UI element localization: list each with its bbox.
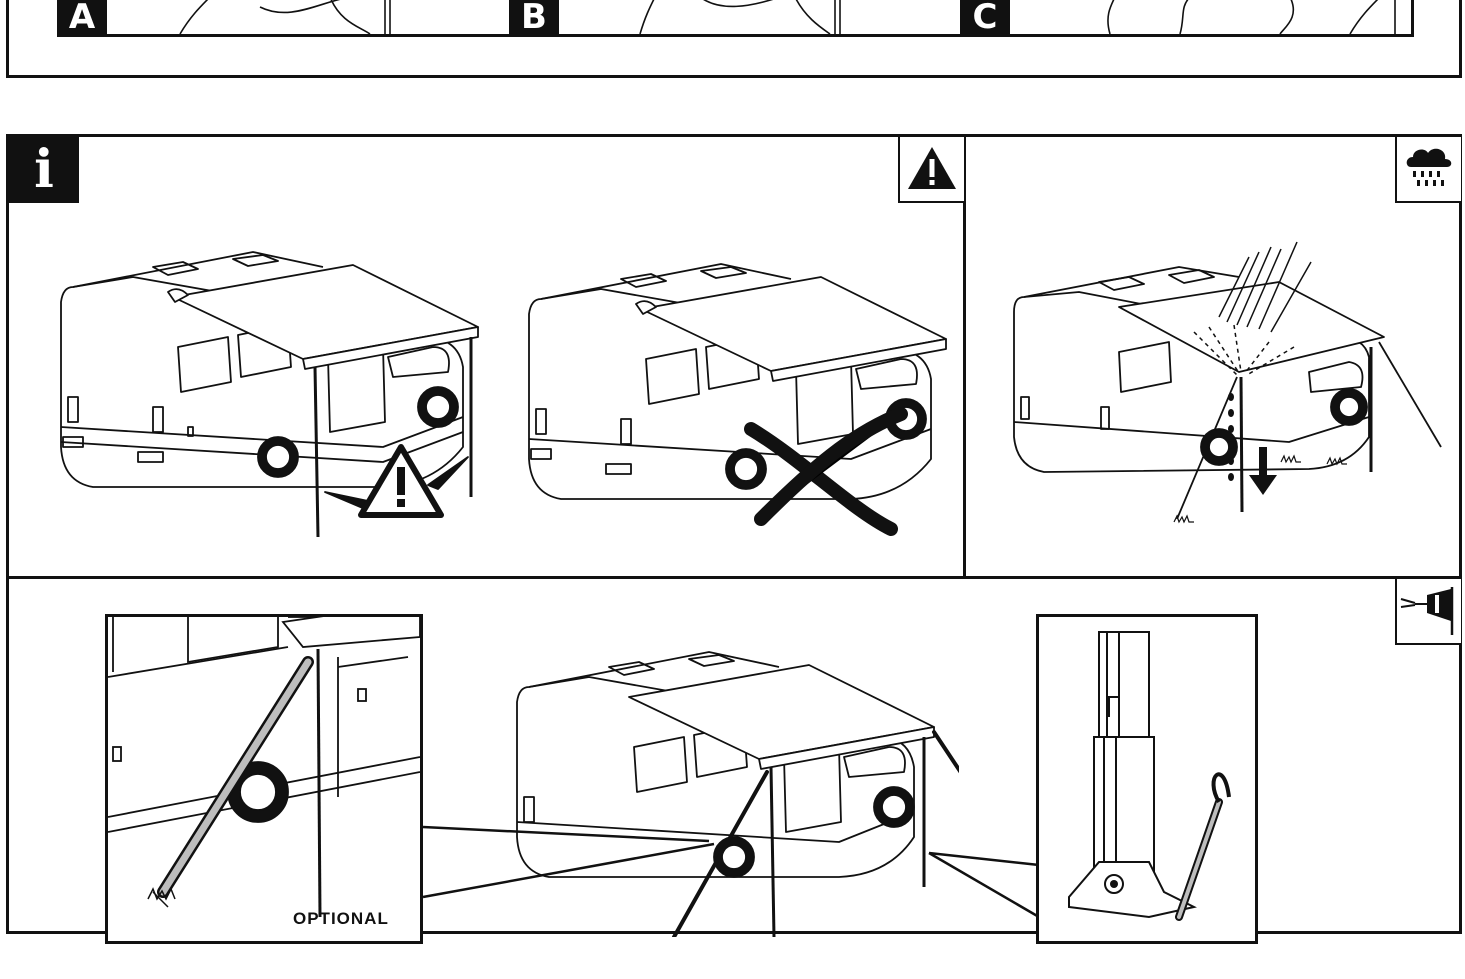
step-label-c: C bbox=[960, 0, 1010, 37]
step-strip bbox=[57, 0, 1414, 37]
ground-hook bbox=[1175, 772, 1231, 921]
peg-detail-inset bbox=[1036, 614, 1258, 944]
water-drops bbox=[1228, 393, 1234, 481]
down-arrow bbox=[1249, 447, 1277, 495]
rain-streaks bbox=[1218, 241, 1312, 333]
top-illustration-panel: A B C bbox=[6, 0, 1462, 78]
awning-without-supports-illustration bbox=[528, 263, 947, 536]
wind-icon-box bbox=[1395, 579, 1461, 645]
tie-down-detail-drawing bbox=[108, 617, 420, 918]
step-strip-drawing bbox=[179, 0, 1396, 34]
warning-icon-box bbox=[898, 137, 964, 203]
info-badge: i bbox=[9, 137, 79, 203]
foot-plate bbox=[1068, 861, 1197, 919]
peg-detail-drawing bbox=[1068, 631, 1231, 921]
top-section-divider bbox=[963, 137, 966, 577]
step-label-a: A bbox=[57, 0, 107, 37]
rain-runoff bbox=[1193, 324, 1295, 376]
callout-lines bbox=[422, 825, 1040, 919]
section-divider bbox=[9, 576, 1459, 579]
tie-down-straps bbox=[672, 730, 959, 937]
step-label-b: B bbox=[509, 0, 559, 37]
rain-illustration bbox=[1013, 241, 1442, 524]
rain-cloud-icon bbox=[1406, 148, 1452, 186]
tie-down-strap bbox=[157, 656, 314, 898]
warning-sign bbox=[358, 444, 444, 518]
prohibited-cross bbox=[744, 407, 908, 536]
awning-tie-down-illustration bbox=[516, 651, 959, 937]
windsock-icon bbox=[1400, 587, 1454, 635]
awning-with-supports-illustration bbox=[60, 251, 479, 538]
ground-peg bbox=[147, 887, 176, 908]
info-panel: i bbox=[6, 134, 1462, 944]
rain-icon-box bbox=[1395, 137, 1461, 203]
warning-triangle-icon bbox=[908, 147, 956, 189]
grass bbox=[1173, 454, 1347, 524]
